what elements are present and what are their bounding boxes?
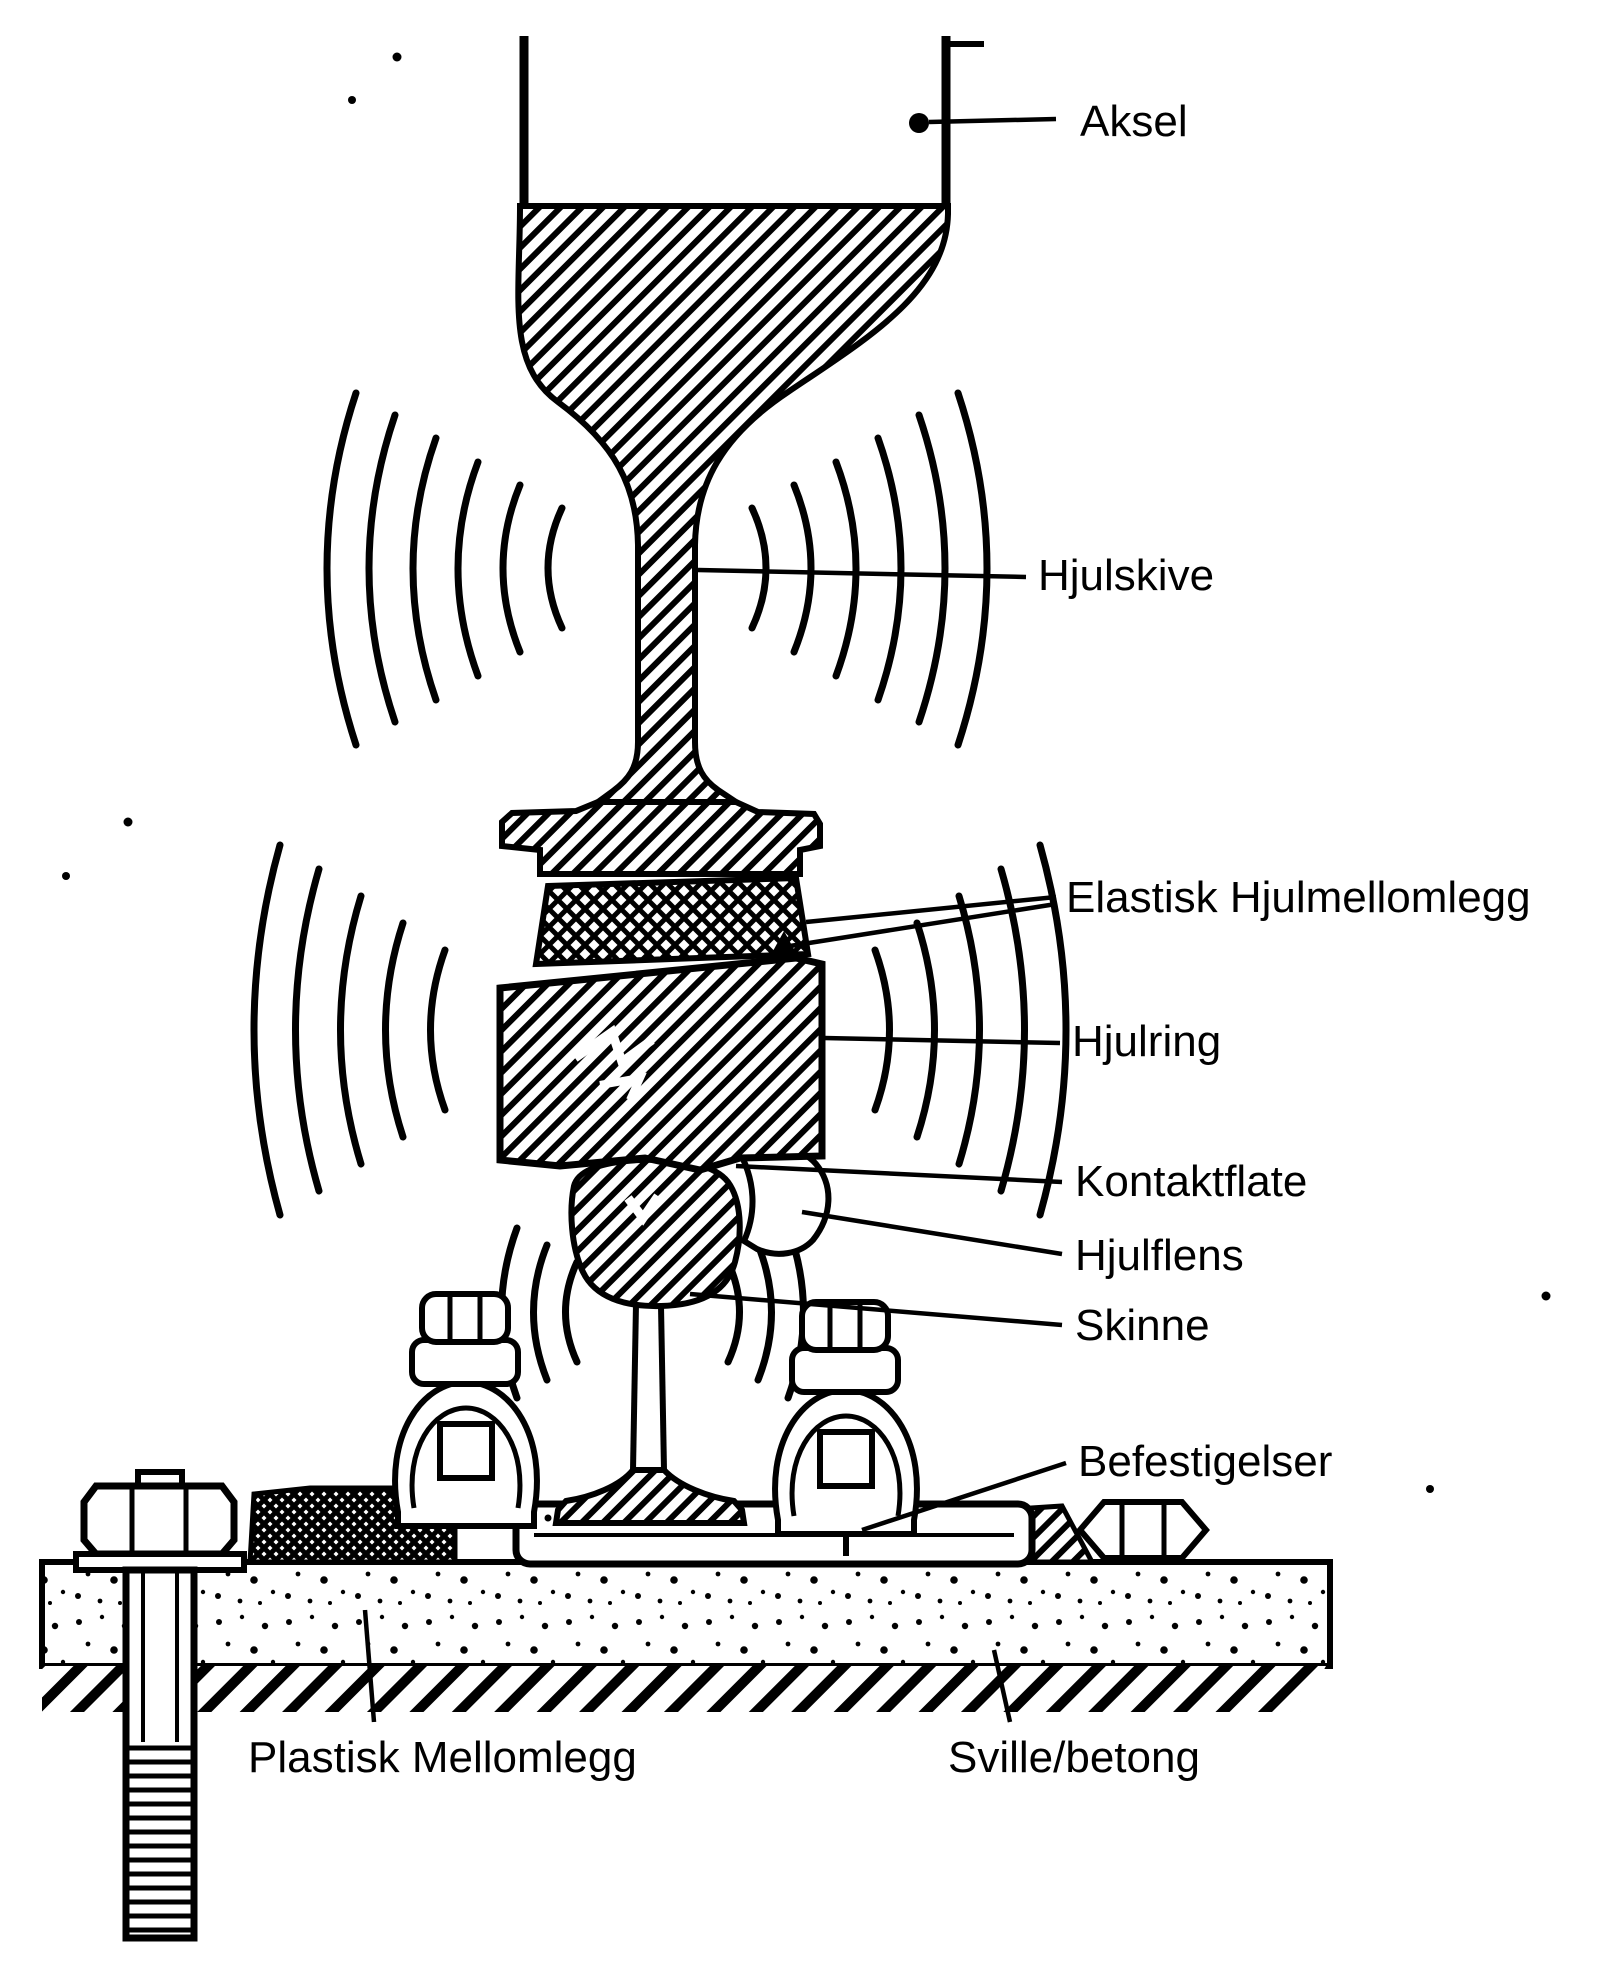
labels: Aksel Hjulskive Elastisk Hjulmellomlegg … [248,97,1531,1782]
vibration-arc [365,411,399,726]
kontaktflate-leader [735,1163,1063,1185]
label-elastisk-hjulmellomlegg: Elastisk Hjulmellomlegg [1066,873,1531,922]
vibration-arc [382,919,407,1141]
vibration-arcs [250,389,1070,1402]
vibration-arc [1036,841,1070,1219]
sleeper-concrete [39,1559,1333,1712]
clip-inner-arc [409,1405,523,1509]
scan-specks [62,52,1551,1493]
wheel-hub [499,799,823,877]
label-hjulring: Hjulring [1072,1017,1221,1066]
elastic-wheel-pad [532,874,812,968]
vibration-arc [748,504,770,632]
label-sville-betong: Sville/betong [948,1733,1200,1782]
befestigelser-leader [861,1460,1067,1533]
hjulflens-leader [801,1209,1063,1257]
leader-lines [362,113,1067,1723]
label-kontaktflate: Kontaktflate [1075,1157,1307,1206]
vibration-arc [323,389,360,749]
hjulring-leader [823,1035,1061,1046]
vibration-arc [832,458,860,680]
rail-foot [552,1467,748,1526]
bolt-head [80,1482,238,1558]
rail-clip-left [392,1291,540,1529]
rail-web-right-edge [658,1305,667,1471]
clip-nut-upper [799,1299,891,1353]
vibration-arcs-upper-left [323,389,566,749]
rail [552,1156,748,1526]
vibration-arc [337,892,365,1168]
vibration-arc [530,1241,551,1384]
vibration-arc [915,411,949,726]
anchor-bolt-left [73,1469,247,1942]
vibration-arc [544,504,566,632]
plastisk-leader [362,1609,377,1723]
elastisk-leader-1 [805,894,1057,925]
vibration-arcs-mid-left [250,841,449,1219]
label-aksel: Aksel [1080,97,1188,146]
elastisk-leader-arrowhead [768,931,795,960]
vibration-arc [562,1258,581,1366]
tyre-scratch-mark [599,1072,647,1102]
elastisk-leader-2 [789,901,1057,949]
hjulskive-leader [697,567,1027,580]
vibration-arc [874,434,905,704]
rail-web-left-edge [630,1303,639,1471]
vibration-arc [790,481,815,656]
ground-section-hatch [42,1666,1326,1712]
vibration-arc [955,892,983,1168]
vibration-arc [427,946,449,1114]
vibration-arcs-upper-right [748,389,991,749]
wheel-tyre [496,954,826,1174]
sville-leader [991,1649,1013,1723]
rail-clip-right [772,1299,920,1556]
clip-hole [817,1429,875,1489]
clip-hole [437,1421,495,1481]
right-anchor-bolt-head [1076,1499,1210,1561]
vibration-arc [997,865,1028,1195]
vibration-arc [499,481,524,656]
vibration-arc [754,1241,775,1384]
label-hjulflens: Hjulflens [1075,1231,1244,1280]
bolt-shaft [122,1566,198,1942]
label-befestigelser: Befestigelser [1078,1437,1332,1486]
tyre-scratch-mark [572,1024,655,1070]
rail-head-highlight [624,1193,662,1226]
vibration-arc [250,841,284,1219]
clip-inner-arc [789,1413,903,1517]
clip-nut-upper [419,1291,511,1345]
clip-nut-lower [409,1337,521,1387]
vibration-arc [954,389,991,749]
vibration-arc [409,434,440,704]
vibration-arc [292,865,323,1195]
aksel-leader [928,116,1057,125]
bolt-threads [126,1745,194,1933]
skinne-leader [689,1291,1063,1328]
label-hjulskive: Hjulskive [1038,551,1214,600]
wheel-disc [515,203,951,805]
aksel-leader-dot [909,113,929,133]
vibration-arc [871,946,893,1114]
vibration-arc [454,458,482,680]
clip-nut-lower [789,1345,901,1395]
rail-head [568,1156,743,1310]
vibration-arc [913,919,938,1141]
label-skinne: Skinne [1075,1301,1210,1350]
label-plastisk-mellomlegg: Plastisk Mellomlegg [248,1733,637,1782]
